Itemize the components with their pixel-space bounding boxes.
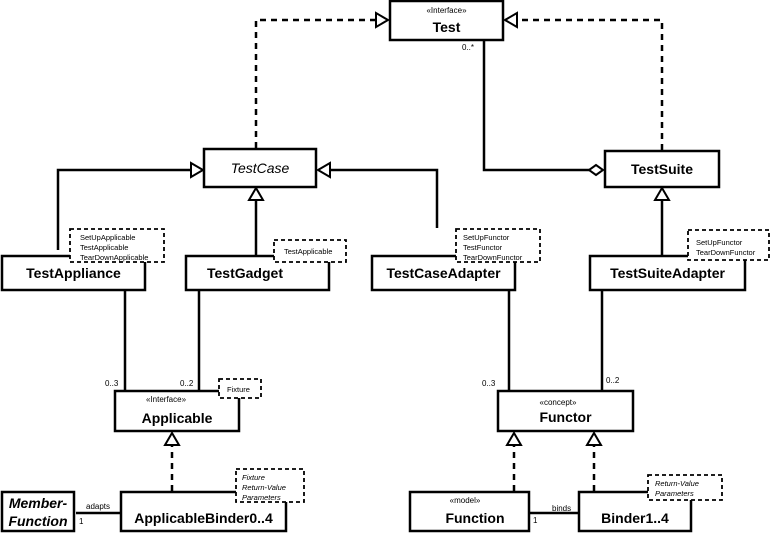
class-applicablebinder: ApplicableBinder0..4 Fixture Return-Valu… (119, 468, 305, 533)
class-stereotype: «model» (450, 496, 481, 505)
binds-multiplicity: 1 (533, 516, 538, 525)
template-parameters-box (687, 229, 770, 261)
class-name: TestSuite (631, 161, 693, 177)
class-binder: Binder1..4 Return-Value Parameters (577, 474, 723, 533)
class-stereotype: «Interface» (146, 395, 187, 404)
testcase-realizes-test-line (254, 18, 388, 148)
realization-arrowhead (505, 431, 523, 446)
connectors (56, 11, 671, 515)
testappliance-extends-testcase-line (56, 168, 190, 250)
template-parameter: TestApplicable (284, 247, 332, 256)
class-function: «model» Function (408, 490, 531, 533)
class-name: ApplicableBinder0..4 (134, 510, 273, 526)
class-name: Functor (539, 409, 592, 425)
template-parameters-box (647, 474, 723, 501)
template-parameters-box (218, 378, 262, 399)
template-parameters-box (235, 468, 305, 503)
realization-arrowhead-left (375, 11, 390, 29)
template-parameter: TestApplicable (80, 243, 128, 252)
template-parameter: SetUpFunctor (463, 233, 510, 242)
template-parameter: TearDownFunctor (696, 248, 756, 257)
template-parameter: Return-Value (655, 479, 699, 488)
class-name-line: Function (8, 513, 67, 529)
generalization-arrowhead (653, 186, 671, 201)
template-parameter: Parameters (655, 489, 694, 498)
class-name: TestAppliance (26, 265, 121, 281)
generalization-arrowhead (316, 161, 331, 179)
adapts-label: adapts (86, 502, 110, 511)
class-testgadget: TestGadget TestApplicable (184, 239, 347, 292)
multiplicity-appliance-applicable: 0..3 (105, 379, 119, 388)
testsuite-aggregates-test-line (482, 40, 590, 172)
class-member-function: Member- Function (0, 490, 76, 533)
class-functor: «concept» Functor (496, 389, 635, 433)
generalization-arrowhead (190, 161, 205, 179)
binds-label: binds (552, 504, 571, 513)
template-parameter: Return-Value (242, 483, 286, 492)
template-parameter: TestFunctor (463, 243, 503, 252)
class-testsuiteadapter: TestSuiteAdapter SetUpFunctor TearDownFu… (588, 229, 770, 292)
class-applicable: «Interface» Applicable Fixture (113, 378, 262, 433)
template-parameter: Fixture (242, 473, 265, 482)
generalization-arrowhead (247, 186, 265, 201)
multiplicity-gadget-applicable: 0..2 (180, 379, 194, 388)
class-stereotype: «concept» (540, 398, 577, 407)
class-test: «Interface» Test (388, 0, 505, 42)
adapts-multiplicity: 1 (79, 517, 84, 526)
realization-arrowhead (585, 431, 603, 446)
template-parameter: Fixture (227, 385, 250, 394)
template-parameters-box (69, 228, 165, 263)
realization-arrowhead (163, 431, 181, 446)
class-testsuite: TestSuite (603, 149, 721, 189)
template-parameter: TearDownApplicable (80, 253, 148, 262)
template-parameters-box (273, 239, 347, 263)
testcaseadapter-extends-testcase-line (330, 168, 439, 228)
class-name: TestSuiteAdapter (610, 265, 725, 281)
template-parameter: Parameters (242, 493, 281, 502)
class-testcaseadapter: TestCaseAdapter SetUpFunctor TestFunctor… (370, 228, 541, 292)
class-name-line: Member- (9, 495, 68, 511)
class-name: Function (445, 510, 504, 526)
class-name: Test (433, 19, 461, 35)
class-name: TestCaseAdapter (386, 265, 501, 281)
class-name: TestCase (231, 160, 290, 176)
aggregation-diamond (587, 163, 605, 177)
class-name: TestGadget (207, 265, 283, 281)
multiplicity-suiteadapter-functor: 0..2 (606, 376, 620, 385)
class-name: Binder1..4 (601, 510, 669, 526)
template-parameter: SetUpFunctor (696, 238, 743, 247)
class-stereotype: «Interface» (426, 6, 467, 15)
template-parameter: SetUpApplicable (80, 233, 135, 242)
class-testcase: TestCase (202, 147, 318, 189)
class-name: Applicable (142, 410, 213, 426)
template-parameters-box (455, 228, 541, 263)
template-parameter: TearDownFunctor (463, 253, 523, 262)
multiplicity-adapter-functor: 0..3 (482, 379, 496, 388)
testsuite-realizes-test-line (505, 18, 664, 150)
multiplicity-suite-test: 0..* (462, 43, 474, 52)
class-testappliance: TestAppliance SetUpApplicable TestApplic… (0, 228, 165, 292)
realization-arrowhead-right (503, 11, 518, 29)
